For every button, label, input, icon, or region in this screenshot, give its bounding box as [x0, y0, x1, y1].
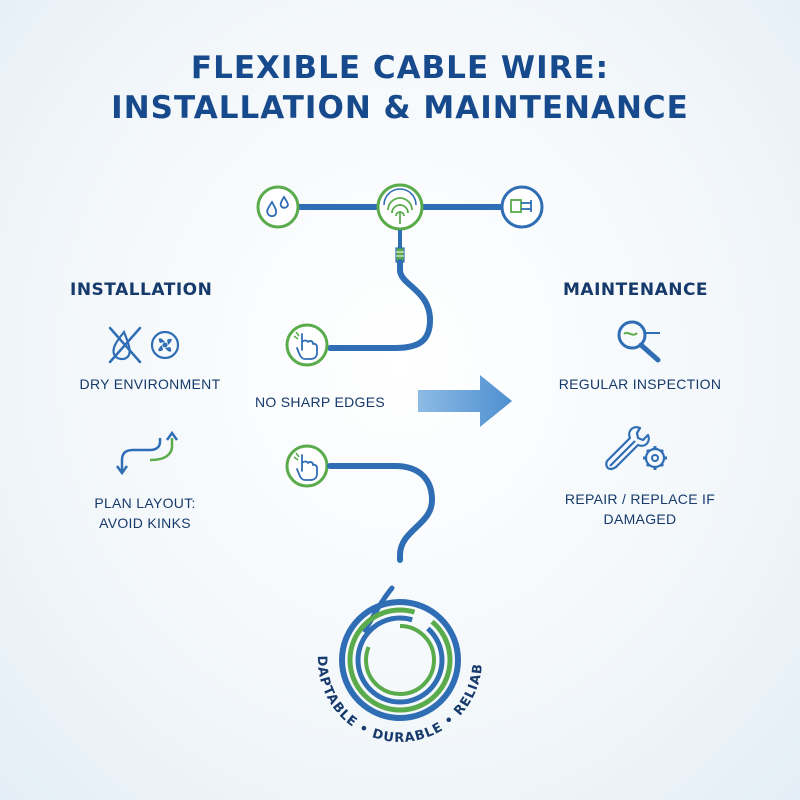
wrench-gear-icon	[605, 426, 667, 471]
main-cable-lower	[327, 463, 436, 563]
no-sharp-edges-label: NO SHARP EDGES	[255, 394, 385, 410]
maintenance-heading: MAINTENANCE	[563, 280, 709, 300]
connector-icon	[500, 185, 544, 229]
dry-environment-label: DRY ENVIRONMENT	[79, 376, 221, 392]
fingerprint-icon	[376, 183, 424, 231]
right-arrow	[418, 375, 512, 427]
cable-coil	[339, 585, 461, 721]
pointing-hand-icon-2	[285, 444, 329, 488]
plan-layout-label: PLAN LAYOUT: AVOID KINKS	[94, 495, 196, 531]
page-title-line1: FLEXIBLE CABLE WIRE:	[190, 50, 610, 86]
route-arrows-icon	[115, 430, 179, 476]
magnifier-icon	[617, 320, 661, 363]
page-title-line2: INSTALLATION & MAINTENANCE	[111, 90, 689, 126]
ring-text: ADAPTABLE • DURABLE • RELIABLE	[0, 0, 485, 746]
pointing-hand-icon	[285, 323, 329, 367]
water-drop-fan-icon	[108, 326, 180, 364]
installation-heading: INSTALLATION	[70, 280, 213, 300]
regular-inspection-label: REGULAR INSPECTION	[558, 376, 722, 392]
water-drops-icon	[256, 185, 300, 229]
repair-replace-label: REPAIR / REPLACE IF DAMAGED	[564, 491, 716, 527]
main-cable-upper	[327, 230, 434, 351]
